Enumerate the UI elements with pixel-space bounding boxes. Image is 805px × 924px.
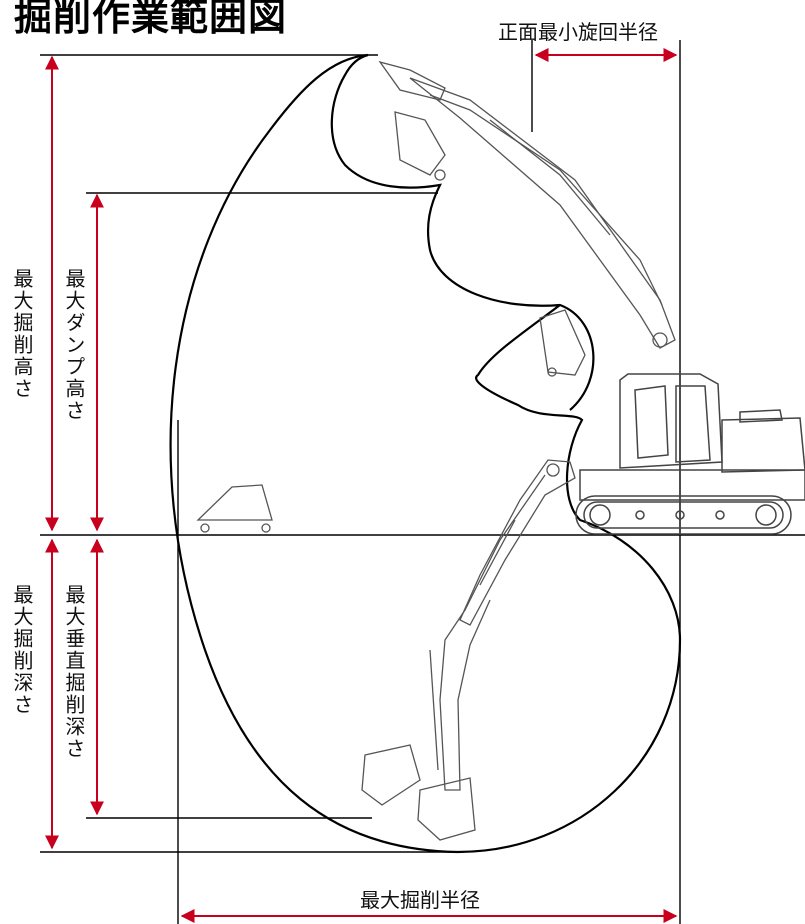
excavator-arm-lower <box>196 459 576 841</box>
reference-lines <box>40 40 805 924</box>
max-dump-height-label: 最大ダンプ高さ <box>62 268 86 422</box>
page-title: 掘削作業範囲図 <box>14 0 288 39</box>
front-min-swing-radius-label: 正面最小旋回半径 <box>498 20 658 44</box>
digging-envelope <box>169 53 682 854</box>
excavator-arm-upper <box>378 60 676 377</box>
max-dig-height-label: 最大掘削高さ <box>10 268 34 400</box>
max-dig-depth-label: 最大掘削深さ <box>10 584 34 716</box>
max-dig-radius-label: 最大掘削半径 <box>360 888 480 912</box>
max-vertical-dig-depth-label: 最大垂直掘削深さ <box>62 584 86 760</box>
excavator-body <box>575 373 805 535</box>
dimension-arrows <box>45 48 678 923</box>
